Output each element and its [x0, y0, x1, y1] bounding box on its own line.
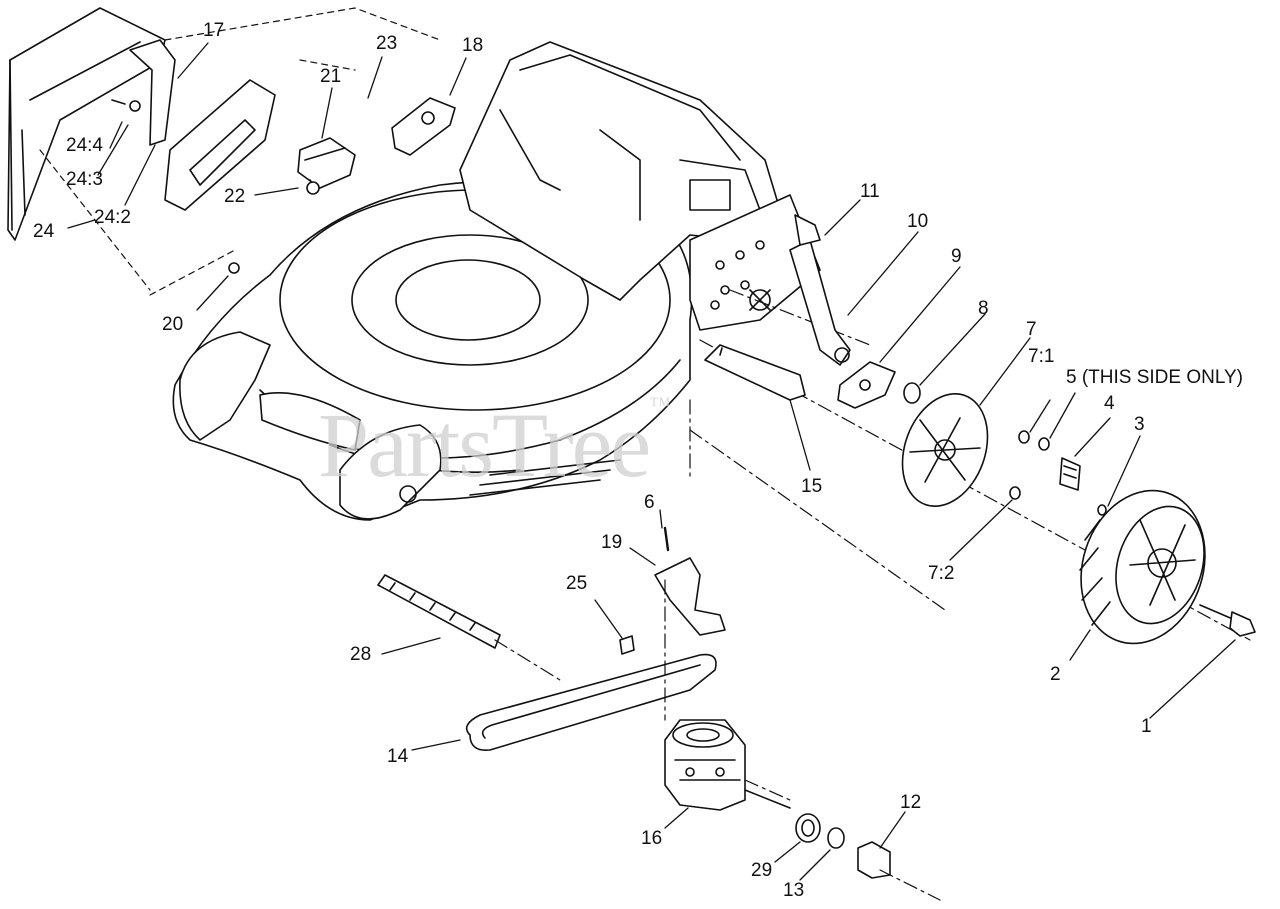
callout-24-3: 24:3: [66, 169, 103, 190]
callout-28: 28: [350, 644, 372, 665]
callout-7-1: 7:1: [1028, 346, 1055, 367]
screw-22: [306, 181, 320, 195]
callout-24-2: 24:2: [94, 207, 131, 228]
transmission: [664, 719, 791, 811]
drive-belt: [465, 653, 717, 752]
callout-25: 25: [566, 573, 588, 594]
watermark: PartsTree™: [318, 392, 671, 496]
callout-11: 11: [860, 181, 880, 202]
callout-20: 20: [162, 314, 184, 335]
mower-deck: [172, 41, 821, 521]
callout-13: 13: [783, 880, 805, 901]
callout-24: 24: [33, 221, 55, 242]
wheel-hubcap: [901, 393, 989, 507]
wheel-bolt: [1199, 604, 1256, 637]
callout-21: 21: [320, 66, 342, 87]
callout-9: 9: [951, 246, 962, 267]
height-bracket: [789, 214, 851, 366]
callout-8: 8: [978, 298, 989, 319]
axle-parts-12-13-29: [795, 813, 941, 901]
callout-19: 19: [601, 532, 623, 553]
callout-2: 2: [1050, 664, 1061, 685]
rear-wheel: [1079, 489, 1206, 645]
callout-24-4: 24:4: [66, 135, 103, 156]
callout-17: 17: [203, 20, 225, 41]
washers: [1009, 430, 1107, 516]
chute-bracket: [297, 137, 356, 191]
callout-16: 16: [641, 828, 663, 849]
callout-1: 1: [1141, 716, 1152, 737]
axle-plate: [837, 361, 896, 409]
callout-12: 12: [900, 792, 922, 813]
bushing: [903, 382, 921, 404]
callout-15: 15: [801, 476, 823, 497]
callout-3: 3: [1134, 414, 1145, 435]
callout-29: 29: [751, 860, 773, 881]
callout-4: 4: [1104, 393, 1115, 414]
nut-25: [619, 635, 635, 655]
screw-20: [228, 262, 240, 274]
callout-23: 23: [376, 33, 398, 54]
callout-leaders: [67, 42, 1236, 881]
drive-shaft-28: [377, 574, 561, 681]
shaft-bracket-19: [654, 526, 726, 721]
callout-7: 7: [1026, 319, 1037, 340]
rear-axle-tube: [704, 344, 806, 401]
callout-7-2: 7:2: [928, 563, 955, 584]
callout-18: 18: [462, 35, 484, 56]
callout-5: 5 (THIS SIDE ONLY): [1066, 367, 1244, 388]
rear-trim-panel: [7, 7, 166, 241]
mount-plate: [391, 97, 456, 156]
callout-10: 10: [907, 211, 929, 232]
hinge-bracket: [111, 39, 176, 146]
callout-6: 6: [644, 492, 655, 513]
handle-grip-plate: [164, 59, 356, 211]
callout-14: 14: [387, 746, 409, 767]
callout-22: 22: [224, 186, 246, 207]
